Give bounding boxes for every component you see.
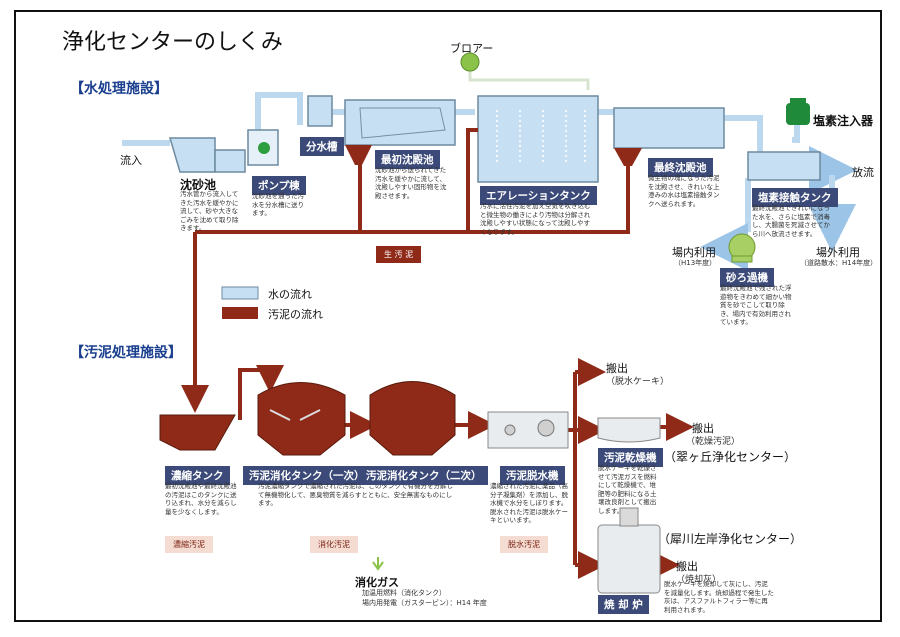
incinerator-desc: 脱水ケーキを焼却して灰にし、汚泥を減量化します。焼却過程で発生した灰は、アスファ…: [664, 580, 774, 614]
final-label: 最終沈殿池: [648, 158, 713, 177]
aeration-label: エアレーションタンク: [480, 186, 597, 205]
page-title: 浄化センターのしくみ: [62, 30, 283, 55]
splitter-tank: [307, 95, 333, 127]
inflow-label: 流入: [120, 154, 142, 167]
final-desc: 微生物の塊になった汚泥を沈殿させ、きれいな上澄みの水は塩素接触タンクへ送られます…: [648, 174, 720, 208]
pump-icon: [258, 142, 270, 154]
sand-filter-desc: 最終沈殿池で残された浮遊物をきわめて細かい物質を砂でこして取り除き、場内で有効利…: [720, 284, 792, 326]
dewater-desc: 濃縮された汚泥に薬品（高分子凝集剤）を添加し、脱水機で水分をしぼります。脱水され…: [490, 482, 568, 524]
thickener-desc: 最初沈殿池や最終沈殿池の汚泥はこのタンクに送り込まれ、水分を減らし量を少なくしま…: [165, 482, 237, 516]
out3-note: （焼却灰）: [676, 575, 722, 585]
incinerator-label: 焼 却 炉: [598, 595, 649, 614]
final-clarifier-tank: [613, 107, 725, 166]
legend-sludge-label: 汚泥の流れ: [268, 308, 323, 321]
section-sludge: 【汚泥処理施設】: [70, 345, 182, 361]
aeration-return-pipe: [466, 128, 478, 232]
offsite-use-note: （道路散水：H14年度）: [800, 259, 878, 267]
primary-label: 最初沈殿池: [375, 150, 440, 169]
digester2-label: 汚泥消化タンク（二次）: [360, 466, 488, 485]
blower-pipe: [468, 62, 590, 90]
digester1-label: 汚泥消化タンク（一次）: [243, 466, 371, 485]
gas-line1: 加温用燃料（消化タンク）: [362, 589, 446, 597]
onsite-use-note: （H13年度）: [674, 259, 717, 267]
blower-icon: [460, 52, 480, 72]
aeration-desc: 汚水に活性汚泥を加え空気を吹き込むと微生物の働きにより汚物は分解され沈殿しやすい…: [480, 202, 591, 236]
offsite-use-label: 場外利用: [816, 246, 860, 259]
pump-building: [247, 129, 279, 166]
sand-filter-label: 砂ろ過機: [720, 268, 774, 287]
thickener-label: 濃縮タンク: [165, 466, 230, 485]
digester2-tank: [369, 381, 456, 456]
pump-to-splitter-pipe: [255, 92, 303, 130]
chlorine-injector-label: 塩素注入器: [813, 114, 874, 128]
chlorine-injector-icon: [786, 98, 810, 125]
gas-label: 消化ガス: [355, 576, 399, 589]
legend-water-swatch: [221, 286, 259, 300]
out2-label: 搬出: [692, 422, 714, 435]
legend-sludge-swatch: [222, 307, 258, 319]
pump-label: ポンプ棟: [252, 176, 306, 195]
sludge-pipes: [181, 128, 694, 579]
final-to-chlorine-pipe: [722, 115, 763, 152]
primary-desc: 沈砂池から送られてきた汚水を緩やかに流して、沈殿しやすい固形物を沈殿させます。: [375, 166, 447, 200]
out2-note: （乾燥汚泥）: [686, 437, 741, 447]
legend-water-label: 水の流れ: [268, 288, 312, 301]
dewater-machine: [487, 411, 569, 449]
dewater-label: 汚泥脱水機: [500, 466, 565, 485]
chlorine-contact-tank: [747, 151, 821, 181]
out1-label: 搬出: [606, 362, 628, 375]
out3-label: 搬出: [676, 560, 698, 573]
dewater-tag: 脱水汚泥: [500, 536, 548, 553]
thickener-tank: [159, 414, 236, 451]
center1-label: （翠ヶ丘浄化センター）: [664, 450, 797, 464]
incinerator-machine: [597, 507, 661, 594]
aeration-tank: [477, 95, 599, 183]
thickener-tag: 濃縮汚泥: [165, 536, 213, 553]
dryer-desc: 脱水ケーキを乾燥させて汚泥ガスを燃料にして乾燥機で、堆肥等の肥料になる土壌改良剤…: [598, 464, 657, 515]
out1-note: （脱水ケーキ）: [606, 377, 670, 387]
discharge-label: 放流: [852, 166, 874, 179]
digester1-tank: [257, 382, 346, 456]
grit-label: 沈砂池: [180, 178, 217, 192]
grit-desc: 汚水管から流入してきた汚水を緩やかに流して、砂や大きなごみを沈めて取り除きます。: [180, 190, 239, 232]
chlorine-feed-pipe: [792, 122, 800, 143]
gas-arrow-icon: [372, 557, 384, 571]
primary-clarifier-tank: [344, 99, 456, 165]
chlorine-tank-label: 塩素接触タンク: [752, 188, 838, 207]
final-sludge-pipe: [195, 166, 630, 234]
thickener-to-digester1-pipe: [238, 365, 284, 420]
return-sludge-tag: 生 汚 泥: [376, 246, 422, 263]
digester-tag: 消化汚泥: [310, 536, 358, 553]
blower-label: ブロアー: [450, 42, 494, 55]
digester1-desc: 汚泥濃縮タンクで濃縮された汚泥は、このタンクで有機分を分解して無機物化して、悪臭…: [258, 482, 453, 507]
gas-line2: 場内用発電（ガスタービン）：H14 年度: [362, 599, 487, 607]
chlorine-tank-desc: 最終沈殿池できれいになった水を、さらに塩素で消毒し、大腸菌を死滅させてから川へ放…: [752, 204, 830, 238]
sand-filter-icon: [728, 233, 756, 263]
onsite-use-label: 場内利用: [672, 246, 716, 259]
dryer-label: 汚泥乾燥機: [598, 448, 663, 467]
section-water: 【水処理施設】: [70, 81, 168, 97]
center2-label: （犀川左岸浄化センター）: [658, 532, 803, 546]
splitter-label: 分水槽: [300, 137, 344, 156]
dryer-machine: [597, 417, 661, 443]
pump-desc: 沈砂池を通った汚水を分水槽に送ります。: [252, 192, 304, 217]
grit-chamber: [168, 137, 246, 173]
